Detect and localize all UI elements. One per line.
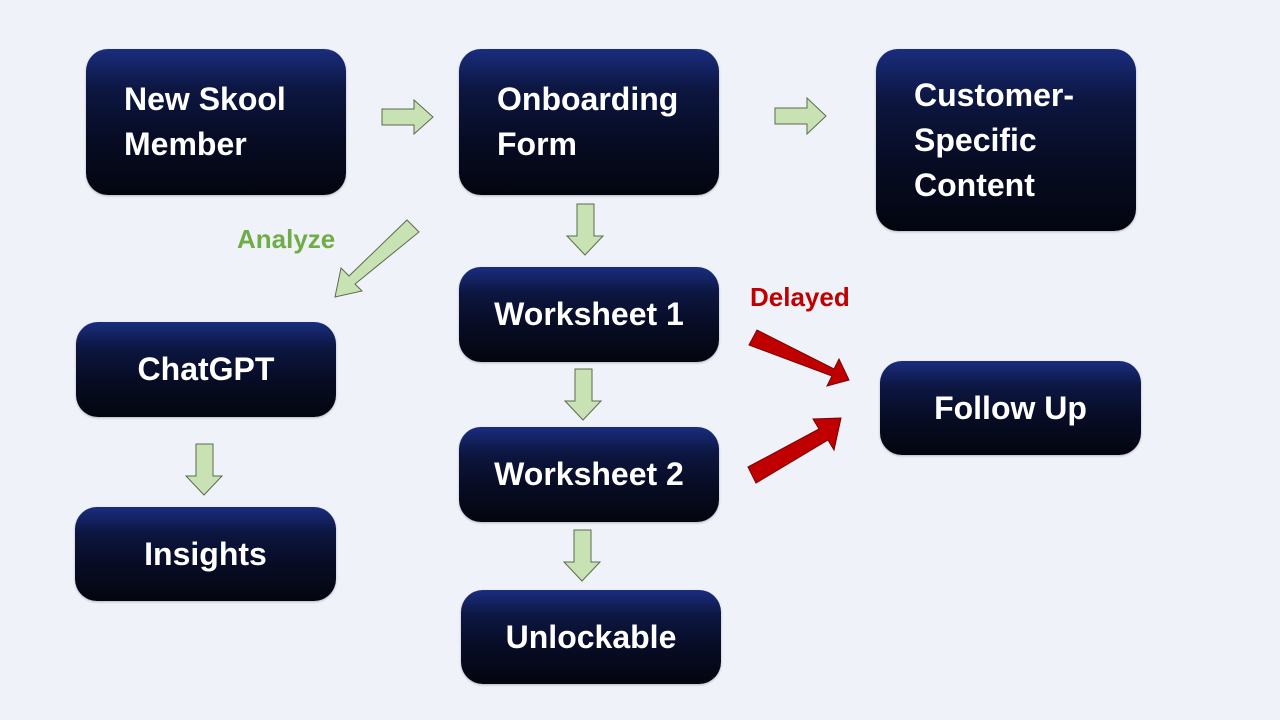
arrow-chatgpt-to-insights	[184, 443, 224, 496]
node-new-skool-member: New Skool Member	[86, 49, 346, 195]
arrow-worksheet2-to-unlockable	[562, 529, 602, 582]
node-label: Worksheet 2	[494, 456, 684, 492]
edge-label-delayed: Delayed	[750, 282, 850, 312]
arrow-member-to-onboarding	[381, 98, 434, 136]
arrow-worksheet2-to-followup	[747, 417, 842, 484]
arrow-worksheet1-to-followup	[748, 329, 850, 387]
node-worksheet-2: Worksheet 2	[459, 427, 719, 522]
arrow-onboarding-to-content	[774, 96, 827, 136]
node-label: Insights	[144, 535, 267, 572]
arrow-onboarding-to-chatgpt	[334, 219, 420, 298]
node-worksheet-1: Worksheet 1	[459, 267, 719, 362]
arrow-worksheet1-to-worksheet2	[563, 368, 603, 421]
node-label: Customer- Specific Content	[914, 76, 1075, 203]
node-follow-up: Follow Up	[880, 361, 1141, 455]
arrow-onboarding-to-worksheet1	[565, 203, 605, 256]
node-onboarding-form: Onboarding Form	[459, 49, 719, 195]
node-label: Onboarding Form	[497, 81, 679, 162]
node-label: ChatGPT	[137, 351, 275, 387]
edge-label-analyze: Analyze	[237, 224, 336, 254]
node-label: Worksheet 1	[494, 296, 684, 332]
node-label: Unlockable	[505, 618, 677, 655]
node-chatgpt: ChatGPT	[76, 322, 336, 417]
node-unlockable: Unlockable	[461, 590, 721, 684]
node-insights: Insights	[75, 507, 336, 601]
node-label: Follow Up	[934, 389, 1087, 426]
node-customer-specific-content: Customer- Specific Content	[876, 49, 1136, 231]
node-label: New Skool Member	[124, 81, 286, 162]
